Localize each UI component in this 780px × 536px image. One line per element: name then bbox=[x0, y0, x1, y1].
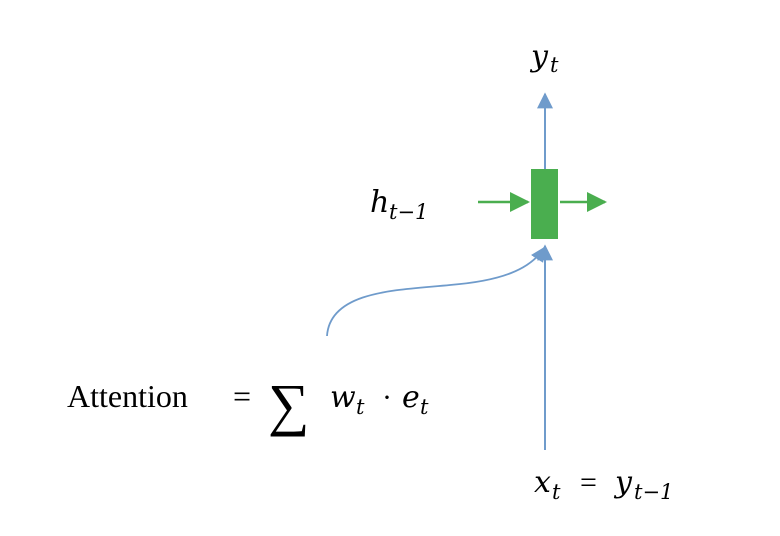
input-label-y-sub: t−1 bbox=[634, 480, 673, 504]
output-label: y t bbox=[529, 39, 559, 77]
attention-w: w bbox=[330, 380, 356, 415]
input-label-y: y bbox=[613, 465, 633, 500]
attention-w-sub: t bbox=[356, 395, 365, 419]
attention-formula: Attention = ∑ w t · e t bbox=[67, 372, 429, 437]
input-label-x: x bbox=[534, 465, 551, 500]
sum-symbol: ∑ bbox=[268, 372, 309, 437]
attention-word: Attention bbox=[67, 378, 188, 414]
hidden-state-label: h t−1 bbox=[370, 185, 428, 224]
attention-e: e bbox=[402, 380, 420, 415]
attention-equals: = bbox=[233, 378, 251, 414]
input-label-x-sub: t bbox=[552, 480, 561, 504]
hidden-label-base: h bbox=[370, 185, 389, 220]
rnn-cell bbox=[531, 169, 558, 239]
hidden-label-sub: t−1 bbox=[389, 200, 428, 224]
attention-e-sub: t bbox=[420, 395, 429, 419]
output-label-base: y bbox=[529, 39, 549, 74]
input-label: x t = y t−1 bbox=[534, 465, 673, 504]
attention-curve bbox=[326, 246, 545, 337]
input-label-equals: = bbox=[580, 466, 597, 499]
output-label-sub: t bbox=[550, 53, 559, 77]
attention-dot: · bbox=[382, 381, 392, 414]
